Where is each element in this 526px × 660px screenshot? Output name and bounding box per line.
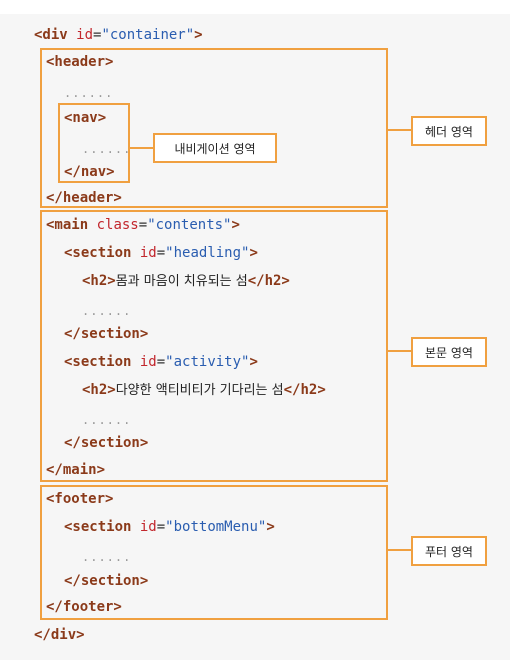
code-line-h2-1: <h2>몸과 마음이 치유되는 섬</h2> (82, 272, 290, 291)
main-region-box (40, 210, 388, 482)
main-class-attr: class (96, 217, 139, 233)
section3-id-attr: id (139, 519, 157, 535)
div-open-tag: <div (34, 27, 68, 43)
code-line-footer-open: <footer> (46, 491, 114, 507)
code-line-header-open: <header> (46, 54, 114, 70)
h2-2-open: <h2> (82, 382, 116, 398)
h2-2-text: 다양한 액티비티가 기다리는 섬 (115, 383, 284, 398)
h2-2-close: </h2> (283, 382, 326, 398)
header-area-label: 헤더 영역 (411, 116, 487, 146)
code-line-section3-close: </section> (64, 573, 149, 589)
code-line-section2-close: </section> (64, 435, 149, 451)
code-line-section3-open: <section id="bottomMenu"> (64, 518, 275, 536)
h2-1-text: 몸과 마음이 치유되는 섬 (115, 274, 248, 289)
section3-open-close: > (266, 519, 275, 535)
section2-open-close: > (249, 354, 258, 370)
nav-area-label: 내비게이션 영역 (153, 133, 277, 163)
footer-label-connector (388, 549, 412, 551)
code-line-nav-open: <nav> (64, 110, 107, 126)
header-region-box (40, 48, 388, 208)
main-area-label: 본문 영역 (411, 337, 487, 367)
code-line-div-close: </div> (34, 627, 85, 643)
section3-open-tag: <section (64, 519, 132, 535)
nav-region-box (58, 103, 130, 183)
code-line-section2-open: <section id="activity"> (64, 353, 258, 371)
footer-area-label: 푸터 영역 (411, 536, 487, 566)
main-label-connector (388, 350, 412, 352)
section2-id-eq: = (156, 354, 166, 370)
code-line-div-open: <div id="container"> (34, 26, 203, 44)
div-open-close: > (194, 27, 203, 43)
section2-id-value: "activity" (165, 354, 250, 370)
code-line-section1-open: <section id="headling"> (64, 244, 258, 262)
section1-open-close: > (249, 245, 258, 261)
div-id-value: "container" (101, 27, 195, 43)
section1-id-value: "headling" (165, 245, 250, 261)
h2-1-open: <h2> (82, 273, 116, 289)
header-label-connector (388, 129, 412, 131)
main-open-tag: <main (46, 217, 89, 233)
code-line-main-close: </main> (46, 462, 106, 478)
main-open-close: > (231, 217, 240, 233)
code-line-section1-close: </section> (64, 326, 149, 342)
div-id-attr: id (76, 27, 94, 43)
section1-dots: ...... (82, 304, 132, 318)
section3-id-eq: = (156, 519, 166, 535)
section2-dots: ...... (82, 413, 132, 427)
section2-id-attr: id (139, 354, 157, 370)
section1-id-attr: id (139, 245, 157, 261)
code-line-footer-close: </footer> (46, 599, 122, 615)
code-line-header-close: </header> (46, 190, 122, 206)
section2-open-tag: <section (64, 354, 132, 370)
section3-dots: ...... (82, 550, 132, 564)
section1-id-eq: = (156, 245, 166, 261)
nav-label-connector (130, 147, 154, 149)
header-dots: ...... (64, 86, 114, 100)
code-line-h2-2: <h2>다양한 액티비티가 기다리는 섬</h2> (82, 381, 326, 400)
h2-1-close: </h2> (247, 273, 290, 289)
code-line-nav-close: </nav> (64, 164, 115, 180)
section3-id-value: "bottomMenu" (165, 519, 267, 535)
div-id-eq: = (93, 27, 102, 43)
section1-open-tag: <section (64, 245, 132, 261)
footer-region-box (40, 485, 388, 620)
nav-dots: ...... (82, 142, 132, 156)
main-class-eq: = (138, 217, 148, 233)
code-line-main-open: <main class="contents"> (46, 216, 240, 234)
main-class-value: "contents" (147, 217, 232, 233)
